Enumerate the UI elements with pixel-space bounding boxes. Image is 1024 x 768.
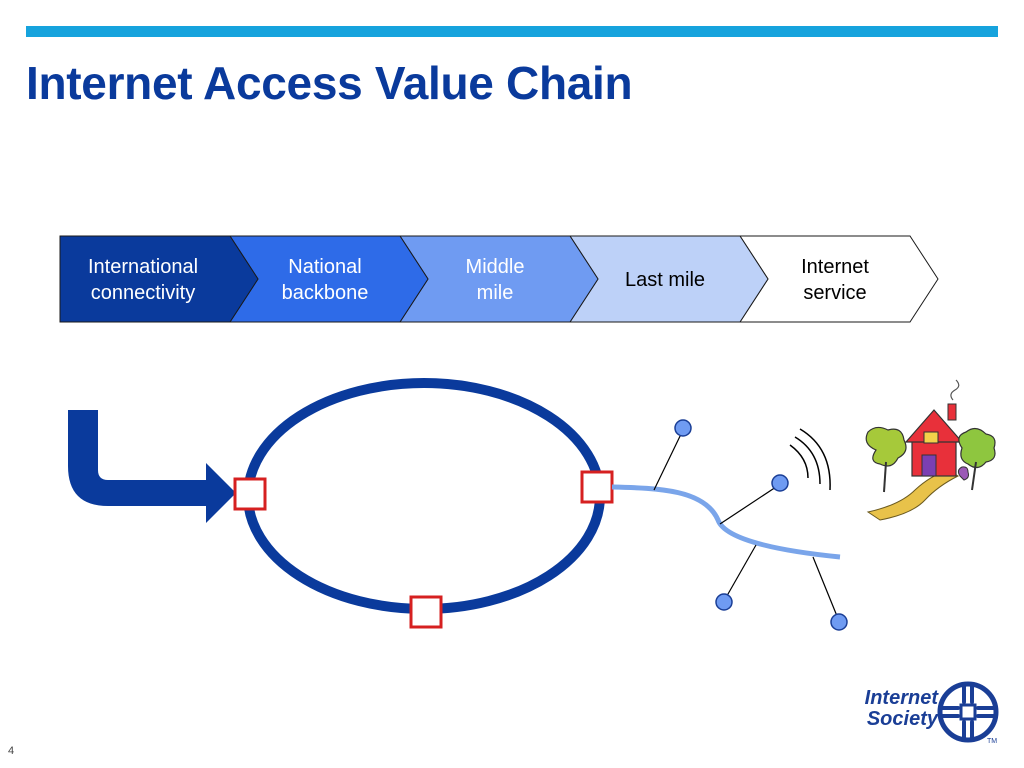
chain-stage-label: National xyxy=(288,256,361,278)
spoke-line xyxy=(653,429,684,491)
spoke-line xyxy=(719,484,780,525)
international-arrow-icon xyxy=(68,410,236,523)
slide-title: Internet Access Value Chain xyxy=(26,57,633,109)
logo-wordmark: Internet Society xyxy=(842,688,938,730)
last-mile-line xyxy=(611,484,841,560)
wireless-signal-icon xyxy=(789,428,831,491)
chain-stage-label: service xyxy=(803,282,866,304)
top-accent-bar xyxy=(26,26,998,37)
ring-node-right xyxy=(580,470,614,504)
backbone-ring xyxy=(243,378,605,614)
logo-line-2: Society xyxy=(866,708,938,730)
endpoint-dot xyxy=(715,593,733,611)
logo-line-1: Internet xyxy=(864,687,938,709)
chain-stage-shape xyxy=(59,235,259,323)
spoke-line xyxy=(723,544,757,602)
endpoint-dot xyxy=(830,613,848,631)
ring-node-left xyxy=(233,477,267,511)
chain-stage-label: International xyxy=(88,256,198,278)
chain-stage-label: Last mile xyxy=(625,269,705,291)
globe-icon xyxy=(937,681,999,743)
logo-trademark: TM xyxy=(987,738,998,745)
spoke-line xyxy=(812,556,840,622)
chain-stage-label: backbone xyxy=(282,282,369,304)
chain-stage-label: Middle xyxy=(466,256,525,278)
endpoint-dot xyxy=(771,474,789,492)
chain-stage-label: connectivity xyxy=(91,282,196,304)
house-icon xyxy=(858,379,1008,521)
page-number: 4 xyxy=(8,745,15,757)
chain-stage-label: mile xyxy=(477,282,514,304)
ring-node-bottom xyxy=(409,595,443,629)
endpoint-dot xyxy=(674,419,692,437)
internet-society-logo: Internet Society TM xyxy=(842,676,1002,756)
chain-stage-label: Internet xyxy=(801,256,869,278)
